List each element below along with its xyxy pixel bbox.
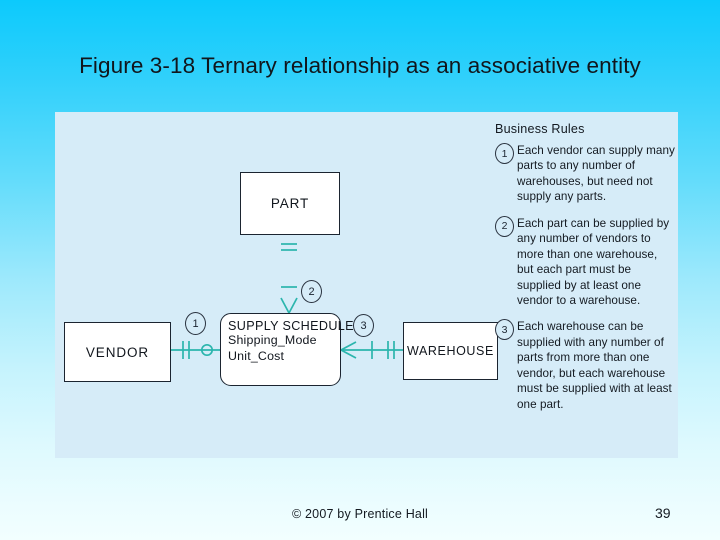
diagram-panel: PART VENDOR WAREHOUSE SUPPLY SCHEDULE Sh… <box>55 112 678 458</box>
business-rule-text: Each part can be supplied by any number … <box>517 216 670 307</box>
business-rule-item: 1 Each vendor can supply many parts to a… <box>495 143 675 205</box>
business-rules-heading: Business Rules <box>495 122 585 136</box>
rule-marker-2: 2 <box>301 280 322 303</box>
associative-entity-supply-schedule[interactable]: SUPPLY SCHEDULE Shipping_Mode Unit_Cost <box>220 313 354 386</box>
business-rules: Business Rules 1 Each vendor can supply … <box>495 122 675 423</box>
page-title: Figure 3-18 Ternary relationship as an a… <box>79 53 641 78</box>
business-rule-number: 2 <box>495 215 514 237</box>
entity-warehouse-label: WAREHOUSE <box>407 344 494 358</box>
supply-schedule-attribute-shipping-mode: Shipping_Mode <box>228 333 317 347</box>
business-rule-number: 1 <box>495 143 514 164</box>
business-rule-text: Each vendor can supply many parts to any… <box>517 144 675 204</box>
page-number: 39 <box>655 505 671 521</box>
entity-part[interactable]: PART <box>240 172 340 235</box>
rule-marker-3: 3 <box>353 314 374 337</box>
entity-vendor[interactable]: VENDOR <box>64 322 171 382</box>
supply-schedule-attribute-unit-cost: Unit_Cost <box>228 348 285 363</box>
business-rule-number: 3 <box>495 319 514 341</box>
business-rule-text: Each warehouse can be supplied with any … <box>517 320 672 411</box>
supply-schedule-label: SUPPLY SCHEDULE <box>228 319 354 333</box>
entity-part-label: PART <box>270 196 310 211</box>
business-rule-item: 2 Each part can be supplied by any numbe… <box>495 215 675 309</box>
entity-warehouse[interactable]: WAREHOUSE <box>403 322 498 380</box>
business-rule-item: 3 Each warehouse can be supplied with an… <box>495 319 675 412</box>
rule-marker-1: 1 <box>185 312 206 335</box>
entity-vendor-label: VENDOR <box>85 344 150 360</box>
footer-copyright: © 2007 by Prentice Hall <box>291 507 429 521</box>
